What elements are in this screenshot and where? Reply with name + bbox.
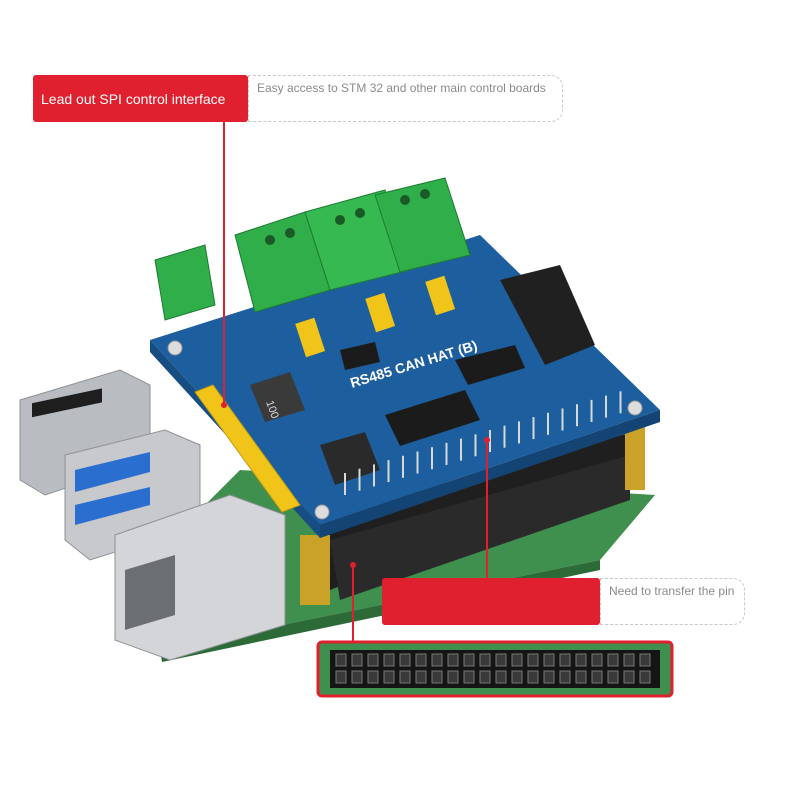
header-pin (367, 670, 379, 684)
header-pin (383, 653, 395, 667)
header-pin (527, 670, 539, 684)
ethernet-port (114, 494, 286, 661)
header-pin (447, 670, 459, 684)
gpio-pins (344, 391, 622, 495)
header-pin (591, 653, 603, 667)
header-pin (575, 670, 587, 684)
header-pin (607, 670, 619, 684)
header-pin (543, 653, 555, 667)
pin-callout-title (382, 578, 600, 625)
header-pin (399, 653, 411, 667)
header-pin (447, 653, 459, 667)
header-pin (495, 670, 507, 684)
header-pin (559, 653, 571, 667)
terminal-blocks (154, 177, 471, 321)
header-pin (543, 670, 555, 684)
header-pin (383, 670, 395, 684)
header-pin (399, 670, 411, 684)
inductor (250, 372, 305, 422)
header-pin (639, 653, 651, 667)
header-pin (591, 670, 603, 684)
header-pin (527, 653, 539, 667)
header-pin (431, 653, 443, 667)
header-pin (495, 653, 507, 667)
spi-callout-note: Easy access to STM 32 and other main con… (248, 75, 563, 122)
header-pin (367, 653, 379, 667)
header-pin (415, 670, 427, 684)
inductor-text: 100 (263, 399, 281, 420)
header-pin (463, 670, 475, 684)
header-pin (463, 653, 475, 667)
pin-callout-note: Need to transfer the pin (600, 578, 745, 625)
header-pin (479, 653, 491, 667)
header-pin (351, 670, 363, 684)
header-pin (559, 670, 571, 684)
header-pin (479, 670, 491, 684)
spi-header (194, 384, 301, 513)
header-pin (623, 653, 635, 667)
header-pin (335, 670, 347, 684)
header-pin (511, 670, 523, 684)
header-pin (431, 670, 443, 684)
header-pin (511, 653, 523, 667)
header-pin (575, 653, 587, 667)
pin-header-inset (316, 640, 674, 698)
header-pin (623, 670, 635, 684)
spi-callout-title: Lead out SPI control interface (33, 75, 248, 122)
header-pin (639, 670, 651, 684)
header-pin (415, 653, 427, 667)
header-pin (607, 653, 619, 667)
header-pin (351, 653, 363, 667)
header-pin (335, 653, 347, 667)
